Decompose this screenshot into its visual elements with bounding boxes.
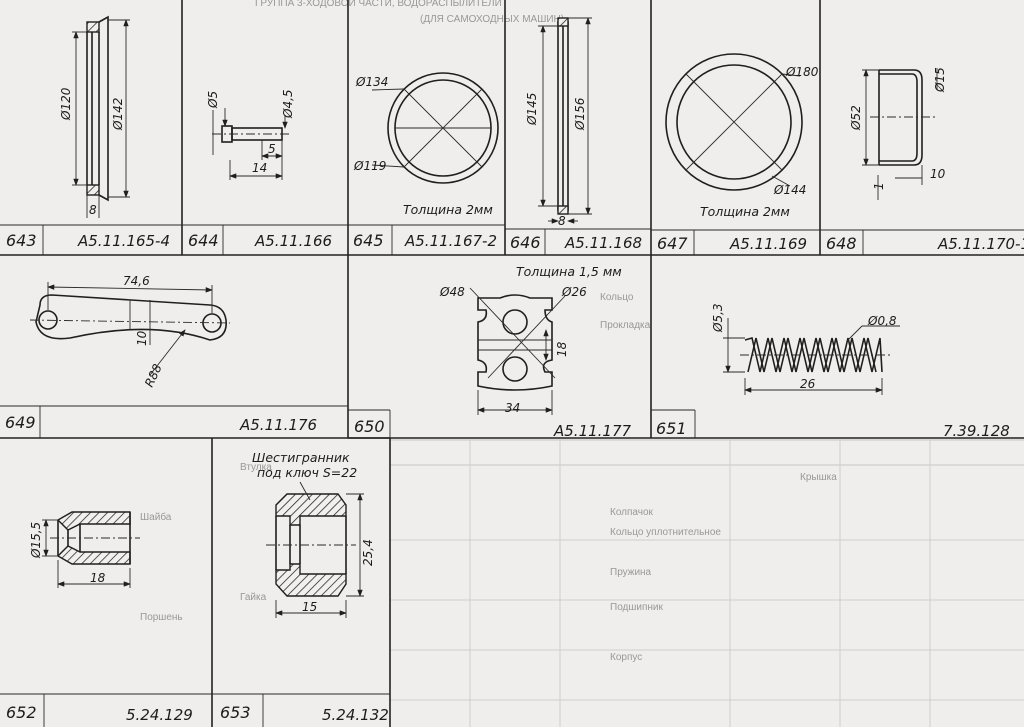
dim-644-0: Ø5 xyxy=(206,91,220,109)
drawing-646-number: 646 xyxy=(510,233,541,252)
dim-652-1: 18 xyxy=(90,571,106,585)
drawing-647-note: Толщина 2мм xyxy=(700,204,790,219)
drawing-653-number: 653 xyxy=(220,703,251,722)
header-title-partial: ГРУППА 3-ХОДОВОЙ ЧАСТИ, ВОДОРАСПЫЛИТЕЛИ xyxy=(255,0,502,9)
dim-651-1: Ø0,8 xyxy=(867,314,897,328)
drawing-652: Ø15,5 18 652 5.24.129 xyxy=(0,511,212,727)
dim-644-2: 5 xyxy=(268,142,276,156)
drawing-650-code: А5.11.177 xyxy=(553,422,632,440)
drawing-652-number: 652 xyxy=(6,703,37,722)
drawing-647: Ø180 Ø144 Толщина 2мм 647 А5.11.169 xyxy=(651,53,820,255)
dim-648-3: 1 xyxy=(872,182,886,190)
drawing-644: Ø5 Ø4,5 5 14 644 А5.11.166 xyxy=(182,89,348,255)
drawing-653-note-line2: под ключ S=22 xyxy=(257,465,357,480)
drawing-645: Ø134 Ø119 Толщина 2мм 645 А5.11.167-2 xyxy=(348,72,505,255)
bg-text-4: Корпус xyxy=(610,652,642,663)
dim-644-3: 14 xyxy=(252,161,267,175)
drawing-649: 74,6 10 R88 649 А5.11.176 xyxy=(0,274,348,438)
bg-text-6: Кольцо xyxy=(600,292,634,303)
dim-647-0: Ø180 xyxy=(785,65,819,79)
dim-648-1: Ø15 xyxy=(933,67,947,93)
drawing-645-note: Толщина 2мм xyxy=(403,202,493,217)
bg-text-10: Шайба xyxy=(140,511,172,523)
dim-653-1: 15 xyxy=(302,600,317,614)
drawing-649-number: 649 xyxy=(5,413,36,432)
dim-645-1: Ø119 xyxy=(353,159,386,173)
dim-649-2: R88 xyxy=(142,362,165,390)
dim-644-1: Ø4,5 xyxy=(281,89,295,119)
drawing-650-number: 650 xyxy=(354,417,385,436)
bg-text-7: Прокладка xyxy=(600,320,651,331)
drawing-644-number: 644 xyxy=(188,231,219,250)
dim-649-1: 10 xyxy=(135,330,149,346)
drawing-643-code: А5.11.165-4 xyxy=(77,232,170,250)
header-subtitle-partial: (ДЛЯ САМОХОДНЫХ МАШИН) xyxy=(420,14,564,25)
drawing-651-number: 651 xyxy=(656,419,687,438)
bg-text-9: Гайка xyxy=(240,592,267,603)
dim-651-0: Ø5,3 xyxy=(711,303,725,333)
dim-643-1: Ø142 xyxy=(111,98,125,131)
dim-646-1: Ø156 xyxy=(573,97,587,131)
drawing-645-code: А5.11.167-2 xyxy=(404,232,497,250)
dim-648-2: 10 xyxy=(930,167,946,181)
dim-646-0: Ø145 xyxy=(525,93,539,126)
dim-643-0: Ø120 xyxy=(59,87,73,121)
drawing-650: Толщина 1,5 мм Ø48 Ø26 18 34 650 А5.11.1… xyxy=(348,264,632,440)
bg-text-11: Поршень xyxy=(140,612,183,623)
bg-text-8: Втулка xyxy=(240,462,272,473)
drawing-648-code: А5.11.170-1 xyxy=(937,235,1024,253)
drawing-646-code: А5.11.168 xyxy=(564,234,642,252)
drawing-651-code: 7.39.128 xyxy=(943,422,1010,440)
drawing-643: Ø120 Ø142 8 643 А5.11.165-4 xyxy=(0,15,182,255)
dim-648-0: Ø52 xyxy=(849,105,863,131)
drawing-647-number: 647 xyxy=(657,234,688,253)
drawing-647-code: А5.11.169 xyxy=(729,235,807,253)
dim-653-0: 25,4 xyxy=(361,539,375,566)
drawing-651: Ø5,3 Ø0,8 26 651 7.39.128 xyxy=(651,303,1010,440)
background-table: Крышка Колпачок Пружина Подшипник Корпус… xyxy=(140,0,1024,727)
drawing-648: Ø52 Ø15 10 1 648 А5.11.170-1 xyxy=(820,67,1024,255)
dim-649-0: 74,6 xyxy=(123,274,150,288)
dim-651-2: 26 xyxy=(800,377,816,391)
dim-650-3: 34 xyxy=(505,401,520,415)
dim-650-2: 18 xyxy=(555,341,569,357)
drawing-653-note-line1: Шестигранник xyxy=(252,450,350,465)
bg-text-2: Пружина xyxy=(610,567,652,578)
drawing-643-number: 643 xyxy=(6,231,37,250)
dim-652-0: Ø15,5 xyxy=(29,522,43,559)
dim-645-0: Ø134 xyxy=(355,75,388,89)
drawing-646: Ø145 Ø156 8 646 А5.11.168 xyxy=(505,17,651,255)
drawing-653-code: 5.24.132 xyxy=(322,706,389,724)
dim-650-1: Ø26 xyxy=(561,285,587,299)
drawing-644-code: А5.11.166 xyxy=(254,232,332,250)
drawing-650-note: Толщина 1,5 мм xyxy=(516,264,622,279)
drawing-649-code: А5.11.176 xyxy=(239,416,317,434)
dim-647-1: Ø144 xyxy=(773,183,806,197)
dim-643-2: 8 xyxy=(89,203,97,217)
drawing-653: Шестигранник под ключ S=22 25,4 15 653 5… xyxy=(212,450,390,727)
bg-text-1: Колпачок xyxy=(610,507,654,518)
bg-text-0: Крышка xyxy=(800,472,837,483)
bg-text-3: Подшипник xyxy=(610,602,663,613)
dim-650-0: Ø48 xyxy=(439,285,465,299)
drawing-648-number: 648 xyxy=(826,234,857,253)
drawing-652-code: 5.24.129 xyxy=(126,706,193,724)
dim-646-2: 8 xyxy=(558,214,566,228)
bg-text-5: Кольцо уплотнительное xyxy=(610,527,721,538)
drawing-645-number: 645 xyxy=(353,231,384,250)
